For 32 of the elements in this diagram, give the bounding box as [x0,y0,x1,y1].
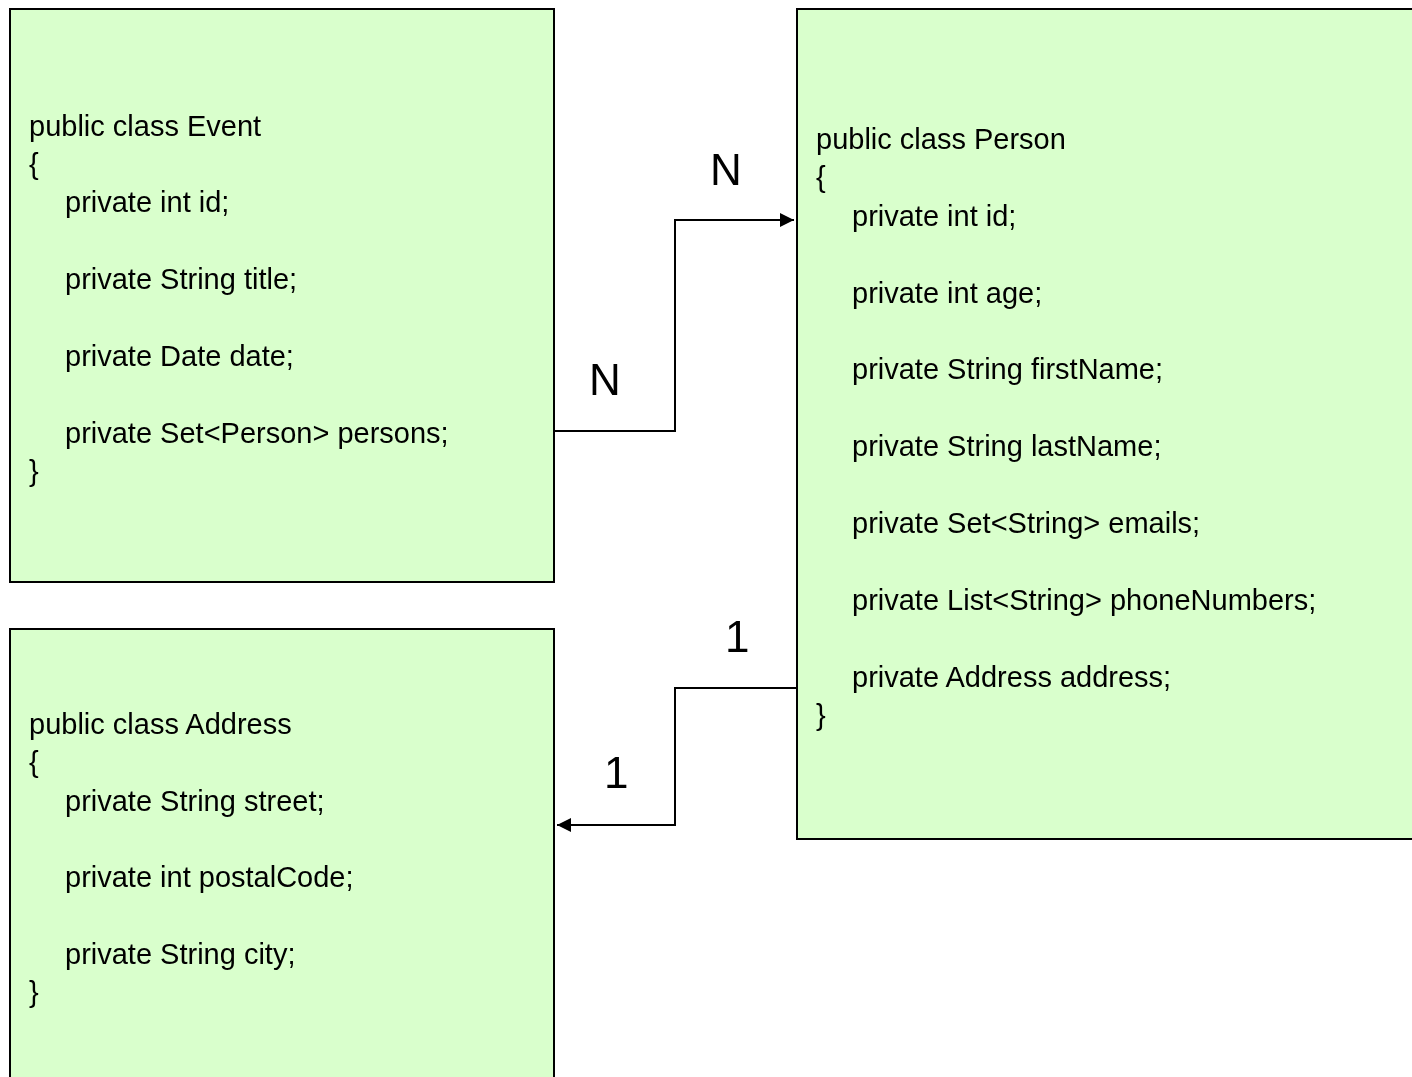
code-line: private String lastName; [852,429,1162,463]
multiplicity-label: 1 [725,612,750,662]
code-line: private int id; [852,199,1017,233]
code-line: { [29,147,39,181]
arrow [556,687,797,832]
code-line: private String city; [65,937,296,971]
code-line: private String title; [65,262,298,296]
multiplicity-label: N [710,145,742,195]
code-line: public class Event [29,109,262,143]
class-box [9,628,555,1077]
code-line: public class Person [816,122,1066,156]
code-line: private int postalCode; [65,860,354,894]
code-line: private Set<String> emails; [852,506,1201,540]
code-line: private String street; [65,784,325,818]
code-line: { [29,745,39,779]
code-line: private String firstName; [852,352,1164,386]
multiplicity-label: 1 [604,748,629,798]
code-line: private Date date; [65,339,294,373]
multiplicity-label: N [589,355,621,405]
code-line: } [29,975,39,1009]
class-box [796,8,1412,840]
code-line: { [816,160,826,194]
code-line: } [816,698,826,732]
code-line: private List<String> phoneNumbers; [852,583,1317,617]
code-line: } [29,454,39,488]
code-line: private int age; [852,276,1043,310]
code-line: private Address address; [852,660,1172,694]
arrow [554,213,795,432]
class-box [9,8,555,583]
code-line: private Set<Person> persons; [65,416,449,450]
code-line: public class Address [29,707,292,741]
code-line: private int id; [65,185,230,219]
